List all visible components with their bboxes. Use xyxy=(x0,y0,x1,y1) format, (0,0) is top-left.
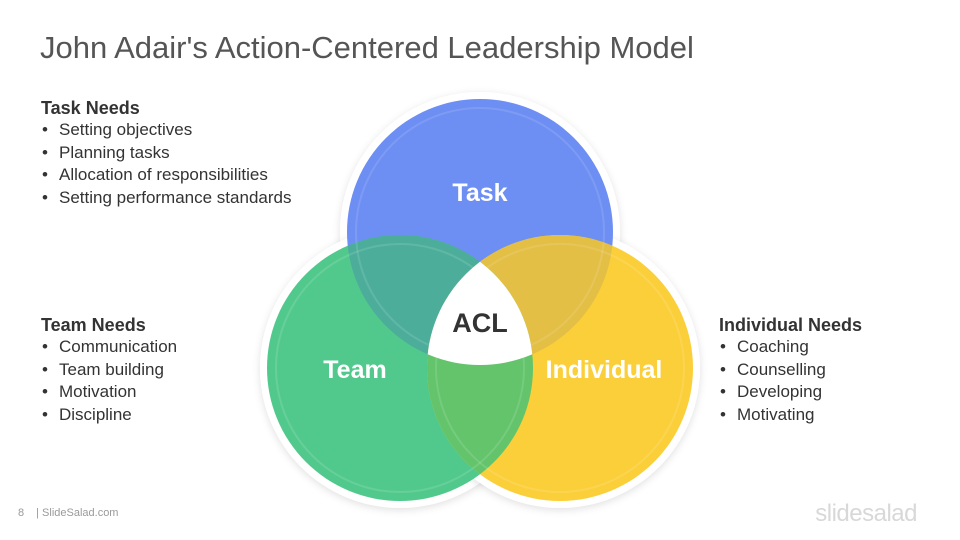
slide-title: John Adair's Action-Centered Leadership … xyxy=(40,30,694,65)
slidesalad-logo: slidesalad xyxy=(815,500,917,527)
footer-source: | SlideSalad.com xyxy=(36,507,119,519)
individual-label: Individual xyxy=(546,356,663,384)
task-inner-ring xyxy=(355,107,605,357)
list-item: Team building xyxy=(41,359,177,382)
list-item: Setting performance standards xyxy=(41,187,291,210)
list-item: Communication xyxy=(41,336,177,359)
page-number: 8 xyxy=(18,507,25,519)
task-needs-list: Setting objectives Planning tasks Alloca… xyxy=(41,119,291,209)
individual-needs-list: Coaching Counselling Developing Motivati… xyxy=(719,336,862,426)
individual-needs-heading: Individual Needs xyxy=(719,315,863,335)
footer: 8 | SlideSalad.com xyxy=(18,507,118,519)
team-inner-ring xyxy=(275,243,525,493)
list-item: Discipline xyxy=(41,404,177,427)
list-item: Motivating xyxy=(719,404,862,427)
list-item: Setting objectives xyxy=(41,119,291,142)
list-item: Developing xyxy=(719,381,862,404)
team-needs-list: Communication Team building Motivation D… xyxy=(41,336,177,426)
task-needs-heading: Task Needs xyxy=(41,98,140,118)
task-label: Task xyxy=(452,179,507,207)
list-item: Coaching xyxy=(719,336,862,359)
task-needs-block: Task Needs Setting objectives Planning t… xyxy=(41,97,291,209)
list-item: Motivation xyxy=(41,381,177,404)
center-region xyxy=(427,235,533,365)
center-label: ACL xyxy=(452,308,508,338)
list-item: Planning tasks xyxy=(41,142,291,165)
list-item: Allocation of responsibilities xyxy=(41,164,291,187)
team-label: Team xyxy=(323,356,386,384)
individual-inner-ring xyxy=(435,243,685,493)
individual-needs-block: Individual Needs Coaching Counselling De… xyxy=(719,314,862,426)
team-needs-heading: Team Needs xyxy=(41,315,146,335)
list-item: Counselling xyxy=(719,359,862,382)
team-needs-block: Team Needs Communication Team building M… xyxy=(41,314,177,426)
